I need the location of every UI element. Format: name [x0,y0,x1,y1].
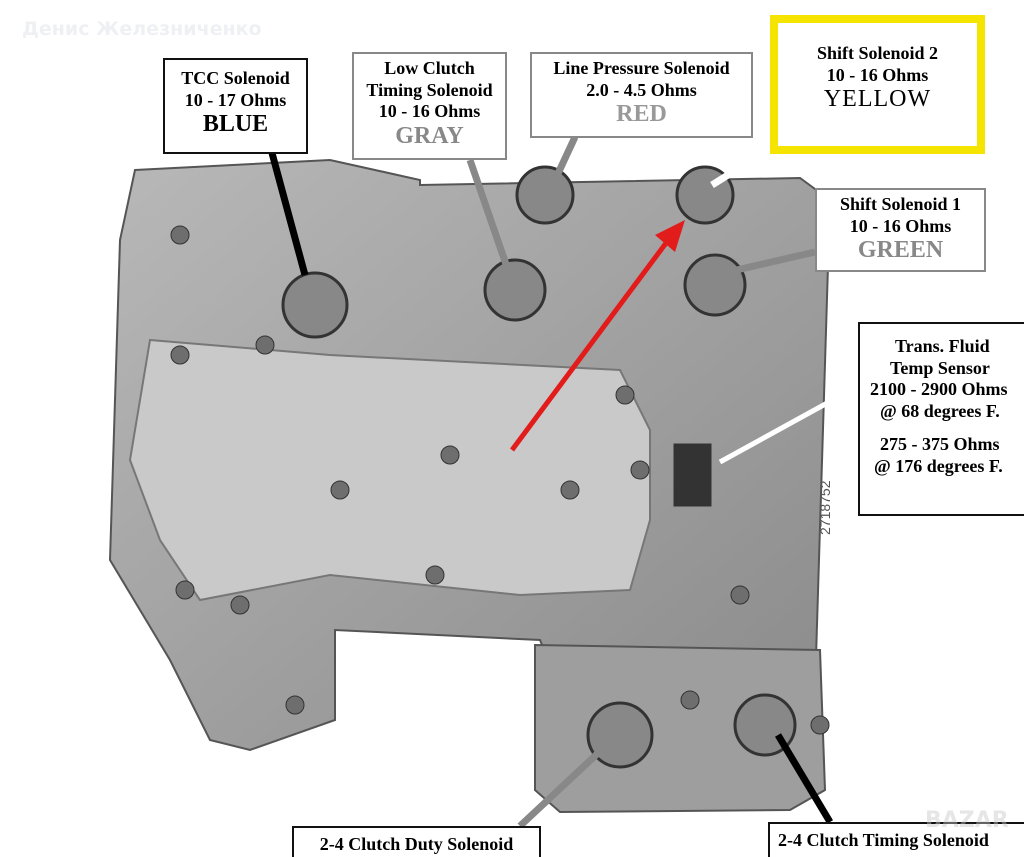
label-ohms: 10 - 16 Ohms [826,64,929,85]
part-number: 2718752 [817,480,833,535]
label-name: Low Clutch [384,58,475,78]
shift-solenoid-1-label: Shift Solenoid 1 10 - 16 Ohms GREEN [815,188,986,272]
label-ohms: 10 - 16 Ohms [378,101,481,122]
label-temp: @ 176 degrees F. [874,455,1003,476]
label-name: Temp Sensor [890,357,990,378]
red-arrow [509,233,675,452]
low-clutch-arrow [466,158,512,272]
label-name: TCC Solenoid [181,68,290,88]
watermark: Денис Железниченко [22,18,262,40]
line-pressure-label: Line Pressure Solenoid 2.0 - 4.5 Ohms RE… [530,52,753,138]
label-ohms: 10 - 16 Ohms [849,215,952,236]
channel [128,338,651,602]
shift1-arrow [727,248,816,276]
label-name: Shift Solenoid 1 [839,194,962,214]
label-ohms: 2.0 - 4.5 Ohms [586,79,697,100]
label-color: GRAY [395,122,464,149]
shift2-arrow [710,152,762,188]
label-name: 2-4 Clutch Timing Solenoid [778,830,989,850]
label-name: Trans. Fluid [895,336,990,356]
label-ohms: 275 - 375 Ohms [880,434,1000,455]
shift-solenoid-2-label: Shift Solenoid 2 10 - 16 Ohms YELLOW [770,15,985,154]
label-color: YELLOW [823,86,932,113]
duty-arrow [517,737,615,829]
label-color: RED [616,101,667,128]
label-ohms: 10 - 17 Ohms [184,89,287,110]
label-color: BLUE [202,111,269,138]
label-name: 2-4 Clutch Duty Solenoid [319,834,514,854]
clutch-duty-label: 2-4 Clutch Duty Solenoid [292,826,541,857]
label-name: Timing Solenoid [366,79,493,100]
tcc-arrow [268,152,309,276]
label-color: GREEN [857,237,944,264]
label-name: Line Pressure Solenoid [553,58,730,78]
arrows [268,135,862,829]
lower-plate [534,643,827,814]
low-clutch-label: Low Clutch Timing Solenoid 10 - 16 Ohms … [352,52,507,160]
label-temp: @ 68 degrees F. [880,400,1000,421]
tcc-solenoid-label: TCC Solenoid 10 - 17 Ohms BLUE [163,58,308,154]
label-ohms: 2100 - 2900 Ohms [870,379,1008,400]
timing-arrow [774,733,834,824]
corner-watermark: BAZAR [925,808,1009,833]
temp-arrow [718,382,862,465]
temp-sensor-label: Trans. Fluid Temp Sensor 2100 - 2900 Ohm… [858,322,1024,516]
line-pressure-arrow [544,135,579,197]
solenoids [281,165,797,769]
clutch-timing-label: 2-4 Clutch Timing Solenoid [768,822,1024,857]
bolts [170,225,830,735]
label-name: Shift Solenoid 2 [816,43,939,63]
